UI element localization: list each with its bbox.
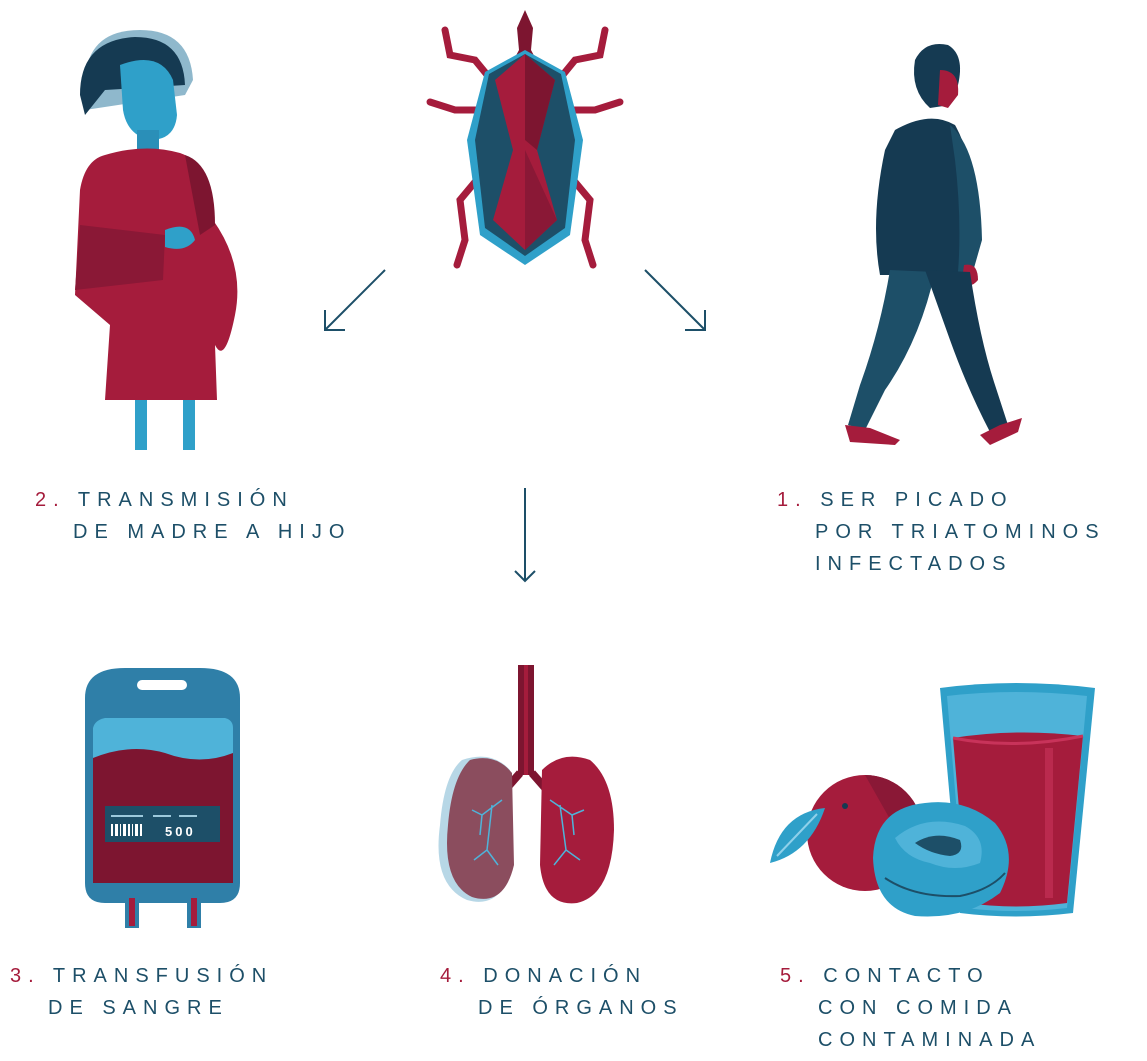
step-1-line-3: INFECTADOS — [777, 548, 1106, 580]
lungs-icon — [432, 665, 622, 915]
arrow-to-bite — [640, 265, 710, 335]
step-5-line-3: CONTAMINADA — [780, 1024, 1041, 1056]
step-5-line-1: CONTACTO — [823, 965, 989, 987]
step-2-line-2: DE MADRE A HIJO — [35, 516, 351, 548]
step-3-number: 3. — [10, 965, 41, 987]
step-3-line-1: TRANSFUSIÓN — [53, 965, 273, 987]
step-4-line-1: DONACIÓN — [483, 965, 647, 987]
walking-man-icon — [840, 40, 1040, 450]
step-3-line-2: DE SANGRE — [10, 992, 273, 1024]
blood-bag-volume: 500 — [165, 824, 196, 839]
arrow-down — [510, 488, 540, 588]
step-1-label: 1. SER PICADO POR TRIATOMINOS INFECTADOS — [777, 484, 1106, 580]
step-2-number: 2. — [35, 489, 66, 511]
step-2-line-1: TRANSMISIÓN — [78, 489, 294, 511]
step-1-line-2: POR TRIATOMINOS — [777, 516, 1106, 548]
step-5-line-2: CON COMIDA — [780, 992, 1041, 1024]
step-2-label: 2. TRANSMISIÓN DE MADRE A HIJO — [35, 484, 351, 548]
step-1-number: 1. — [777, 489, 808, 511]
pregnant-woman-icon — [65, 25, 255, 455]
step-4-line-2: DE ÓRGANOS — [440, 992, 684, 1024]
step-5-number: 5. — [780, 965, 811, 987]
triatomine-bug-icon — [415, 10, 635, 270]
step-1-line-1: SER PICADO — [820, 489, 1013, 511]
blood-bag-icon: 500 — [75, 658, 250, 938]
step-3-label: 3. TRANSFUSIÓN DE SANGRE — [10, 960, 273, 1024]
step-4-label: 4. DONACIÓN DE ÓRGANOS — [440, 960, 684, 1024]
arrow-to-mother — [320, 265, 390, 335]
step-4-number: 4. — [440, 965, 471, 987]
step-5-label: 5. CONTACTO CON COMIDA CONTAMINADA — [780, 960, 1041, 1056]
contaminated-food-icon — [765, 658, 1105, 933]
